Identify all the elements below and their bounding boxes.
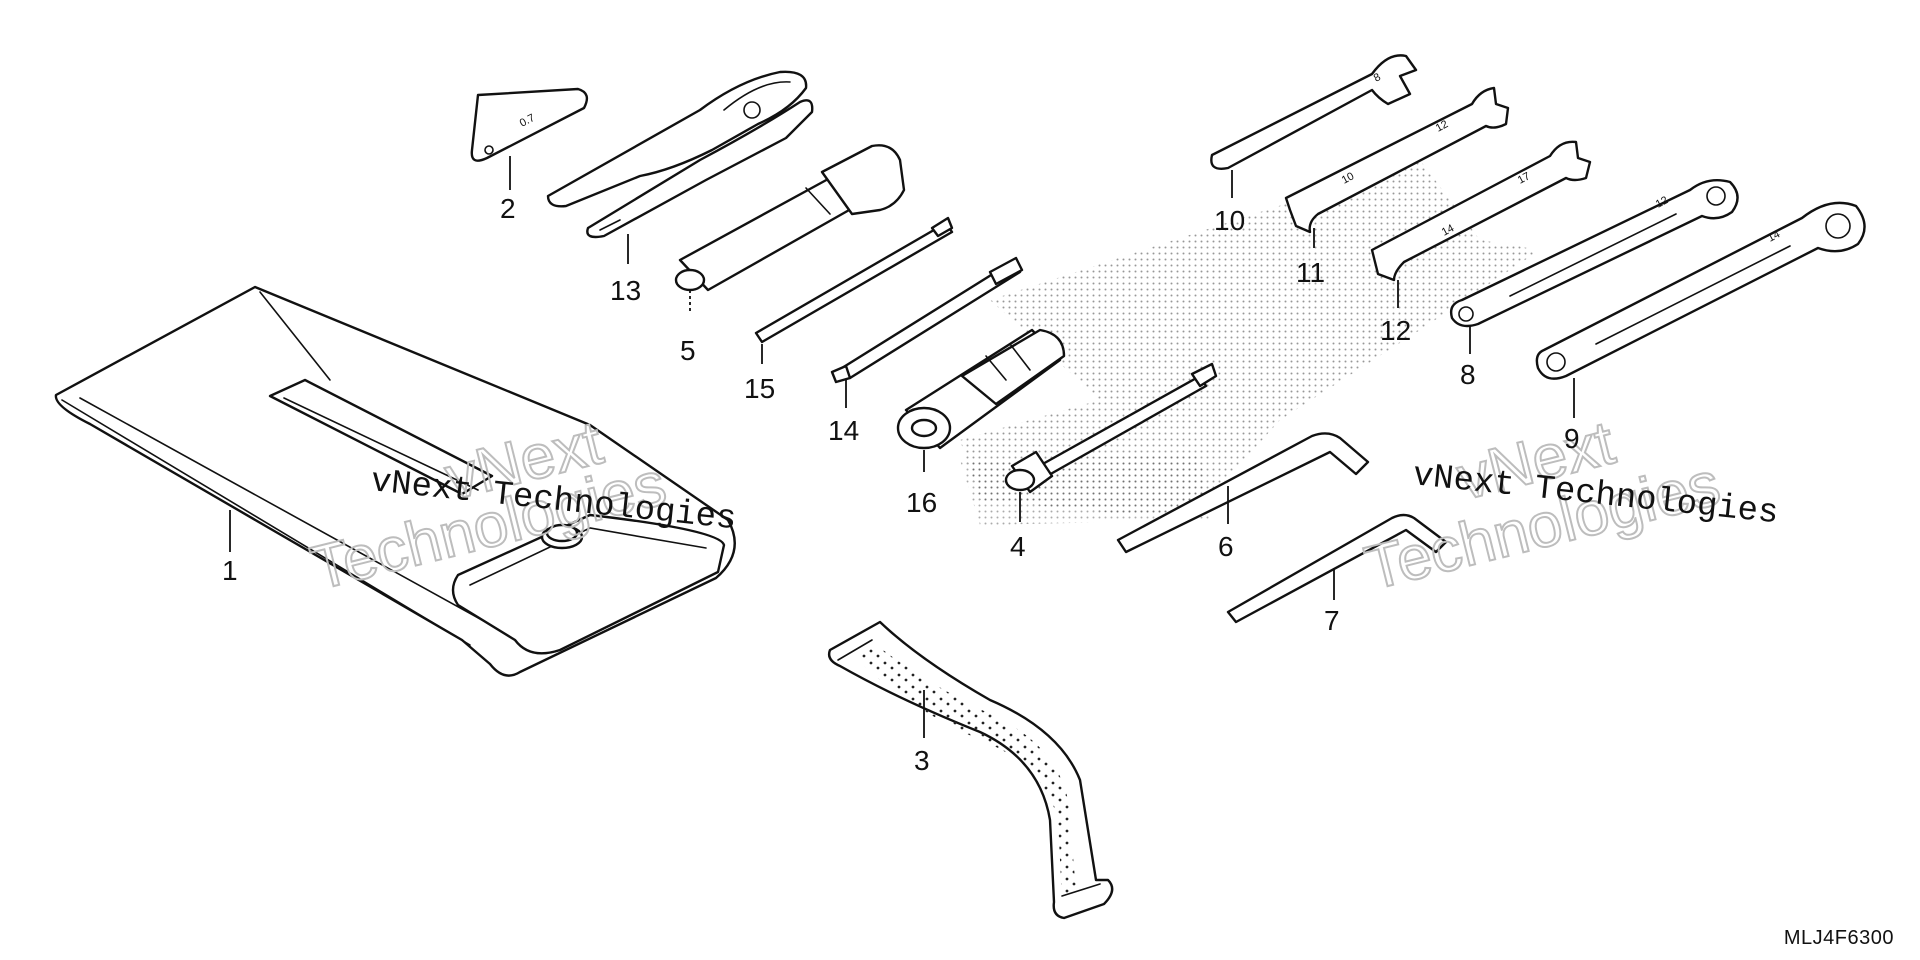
wrench-12-marking: 14 — [1440, 222, 1456, 238]
callout-7: 7 — [1324, 568, 1340, 636]
callout-number: 6 — [1218, 531, 1234, 562]
wrench-8-marking: 12 — [1654, 194, 1670, 210]
callout-number: 1 — [222, 555, 238, 586]
callout-number: 4 — [1010, 531, 1026, 562]
callout-1: 1 — [222, 510, 238, 586]
callout-13: 13 — [610, 234, 641, 306]
hex-key-large — [1116, 432, 1370, 554]
callout-number: 7 — [1324, 605, 1340, 636]
callout-number: 9 — [1564, 423, 1580, 454]
callout-10: 10 — [1214, 170, 1245, 236]
ring-wrench-8: 12 — [1449, 179, 1739, 328]
screwdriver-bit-flat — [754, 216, 954, 344]
wrench-9-marking: 14 — [1766, 228, 1782, 244]
callout-5: 5 — [680, 290, 696, 366]
open-wrench-11: 10 12 — [1284, 86, 1510, 234]
callout-number: 12 — [1380, 315, 1411, 346]
callout-12: 12 — [1380, 280, 1411, 346]
ring-wrench-9: 14 — [1535, 201, 1866, 380]
callout-3: 3 — [914, 690, 930, 776]
callout-number: 5 — [680, 335, 696, 366]
callout-number: 2 — [500, 193, 516, 224]
diagram-code: MLJ4F6300 — [1783, 927, 1894, 949]
socket-tube — [1004, 362, 1218, 494]
wrench-12-end-marking: 17 — [1516, 170, 1532, 186]
open-wrench-12: 14 17 — [1370, 140, 1592, 282]
hex-key-small — [1226, 513, 1448, 624]
screwdriver-handle — [896, 328, 1066, 450]
callout-6: 6 — [1218, 486, 1234, 562]
callout-14: 14 — [828, 380, 859, 446]
rubber-strap — [827, 620, 1114, 920]
callout-2: 2 — [500, 156, 516, 224]
callout-number: 13 — [610, 275, 641, 306]
callout-number: 3 — [914, 745, 930, 776]
callout-number: 10 — [1214, 205, 1245, 236]
wrench-11-marking: 10 — [1340, 170, 1356, 186]
screwdriver-bit-phillips — [830, 256, 1024, 384]
callout-number: 8 — [1460, 359, 1476, 390]
wrench-11-end-marking: 12 — [1434, 118, 1450, 134]
callout-number: 16 — [906, 487, 937, 518]
callout-number: 11 — [1296, 257, 1325, 288]
callout-number: 15 — [744, 373, 775, 404]
tool-bag — [54, 285, 736, 677]
pliers — [546, 70, 814, 239]
open-wrench-10: 8 — [1210, 54, 1418, 170]
callout-number: 14 — [828, 415, 859, 446]
callout-11: 11 — [1296, 228, 1325, 288]
callout-8: 8 — [1460, 326, 1476, 390]
callout-9: 9 — [1564, 378, 1580, 454]
callout-15: 15 — [744, 344, 775, 404]
callout-16: 16 — [906, 450, 937, 518]
wrench-10-marking: 8 — [1372, 71, 1383, 84]
feeler-gauge: 0.7 — [470, 87, 589, 162]
callout-4: 4 — [1010, 492, 1026, 562]
